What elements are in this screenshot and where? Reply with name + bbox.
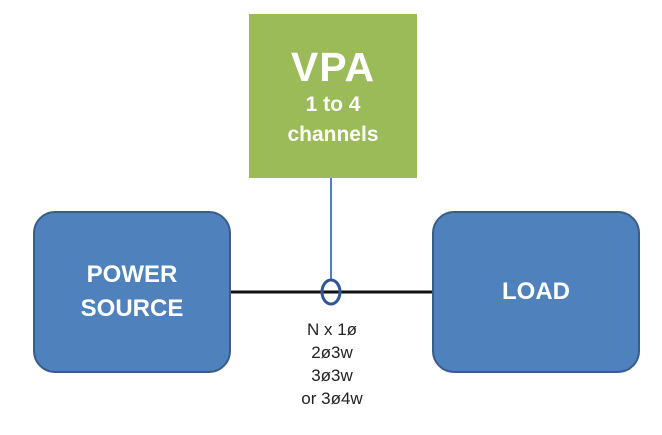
power-source-label-line1: POWER: [86, 261, 178, 288]
wiring-option: or 3ø4w: [301, 389, 363, 408]
wiring-options: N x 1ø 2ø3w 3ø3w or 3ø4w: [262, 318, 402, 410]
load-box: LOAD: [432, 211, 640, 373]
power-source-label-line2: SOURCE: [80, 295, 184, 322]
current-sensor-icon: [320, 278, 342, 306]
vpa-channels-line1: 1 to 4: [305, 93, 361, 116]
load-label: LOAD: [502, 278, 570, 305]
wiring-option: N x 1ø: [306, 320, 358, 339]
vpa-title: VPA: [290, 44, 376, 90]
wiring-option: 3ø3w: [311, 366, 353, 385]
vpa-channels-line2: channels: [287, 123, 379, 146]
wiring-option: 2ø3w: [311, 343, 353, 362]
vpa-box: VPA 1 to 4 channels: [249, 14, 417, 178]
power-source-box: POWER SOURCE: [33, 211, 231, 373]
